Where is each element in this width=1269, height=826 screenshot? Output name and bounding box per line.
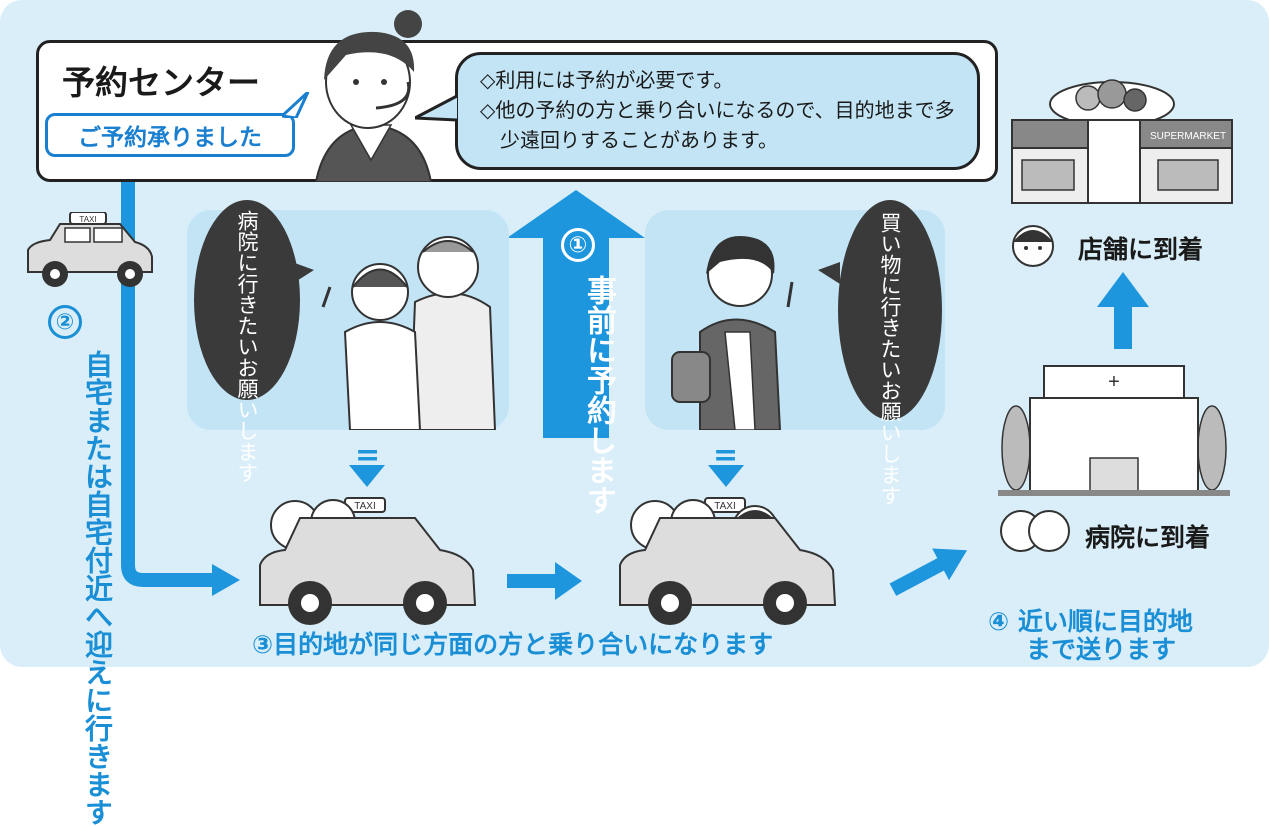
svg-text:+: + [1108, 371, 1120, 393]
step3-caption: ③目的地が同じ方面の方と乗り合いになります [252, 625, 773, 661]
shopper-woman-illustration [671, 236, 794, 430]
woman-speech-text: 買い物に行きたいお願いします [878, 212, 902, 506]
notes-bubble: ◇利用には予約が必要です。 ◇他の予約の方と乗り合いになるので、目的地まで多少遠… [455, 52, 980, 170]
store-arrival-label: 店舗に到着 [1078, 235, 1204, 264]
hospital-illustration: + [998, 365, 1230, 496]
confirmation-bubble: ご予約承りました [45, 113, 295, 157]
car-to-car-arrowhead [555, 562, 582, 600]
hospital-to-store-arrow-shaft [1114, 305, 1132, 349]
svg-text:TAXI: TAXI [354, 501, 375, 512]
confirmation-bubble-tail [282, 92, 310, 118]
step1-label: 事前に予約します [581, 275, 616, 515]
step3-number: ③ [252, 630, 274, 659]
notes-bubble-tail [415, 94, 458, 122]
flow-lines [121, 180, 1149, 600]
woman-down-arrow [708, 465, 744, 487]
reservation-center-title: 予約センター [62, 63, 260, 102]
woman-speech-tail [818, 262, 840, 284]
step4-line2: まで送ります [1026, 635, 1177, 664]
step3-label: 目的地が同じ方面の方と乗り合いになります [273, 630, 774, 659]
taxi-icon: TAXI [27, 212, 153, 287]
step4-number: ④ [988, 607, 1010, 636]
note-shared-ride: ◇他の予約の方と乗り合いになるので、目的地まで多少遠回りすることがあります。 [480, 98, 955, 152]
couple-face-icon [1000, 510, 1070, 552]
shopper-face-icon [1012, 225, 1054, 267]
car-to-car-arrow-shaft [507, 574, 557, 588]
pickup-route-line [121, 180, 215, 587]
supermarket-illustration: SUPERMARKET [1011, 79, 1233, 204]
step4-line1: 近い順に目的地 [1017, 607, 1193, 636]
step4-caption: ④ 近い順に目的地 まで送ります [988, 608, 1193, 664]
hospital-to-store-arrowhead [1097, 272, 1149, 307]
couple-speech-tail [292, 262, 314, 284]
pickup-route-arrowhead [212, 564, 240, 596]
svg-text:TAXI: TAXI [79, 215, 96, 224]
couple-speech-text: 病院に行きたいお願いします [235, 210, 259, 483]
woman-speech-bubble: 買い物に行きたいお願いします [838, 200, 942, 506]
reservation-arrow [507, 190, 645, 438]
store-sign: SUPERMARKET [1150, 131, 1226, 142]
to-hospital-arrow [889, 548, 968, 596]
step2-number: ② [48, 305, 82, 339]
note-reservation-required: ◇利用には予約が必要です。 [480, 68, 734, 92]
svg-text:TAXI: TAXI [714, 501, 735, 512]
hospital-arrival-label: 病院に到着 [1085, 523, 1211, 552]
elderly-couple-illustration [321, 236, 497, 430]
confirmation-text: ご予約承りました [78, 125, 262, 151]
step1-number: ① [561, 228, 595, 262]
step2-label: 自宅または自宅付近へ迎えに行きます [81, 350, 114, 826]
couple-speech-bubble: 病院に行きたいお願いします [194, 200, 300, 483]
couple-down-arrow [349, 465, 385, 487]
shared-taxi-1: TAXI [259, 497, 477, 625]
operator-illustration [314, 10, 433, 182]
shared-taxi-2: TAXI [619, 497, 837, 625]
